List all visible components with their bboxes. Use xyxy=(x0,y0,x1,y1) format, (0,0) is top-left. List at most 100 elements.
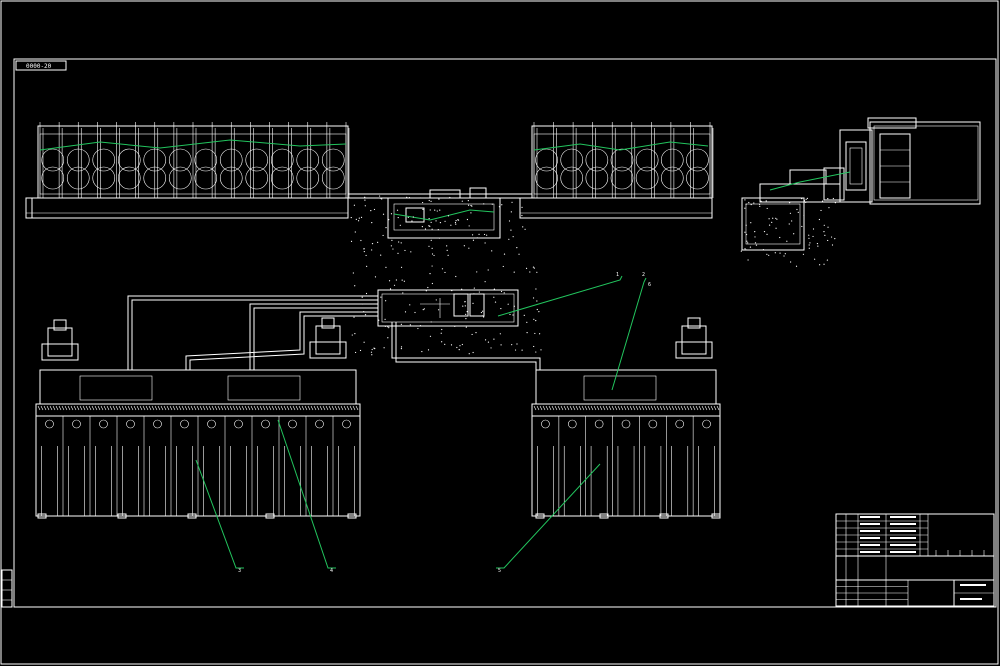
soil-dot xyxy=(383,347,385,349)
soil-dot xyxy=(503,292,505,294)
soil-dot xyxy=(406,196,408,198)
hatch-stroke xyxy=(199,405,203,411)
soil-dot xyxy=(364,205,366,207)
soil-dot xyxy=(801,225,803,228)
hatch-stroke xyxy=(232,405,236,411)
soil-dot xyxy=(755,244,758,246)
hatch-stroke xyxy=(713,405,717,411)
hatch-stroke xyxy=(707,405,711,411)
roller-circle xyxy=(219,166,243,190)
hatch-stroke xyxy=(581,405,585,411)
soil-dot xyxy=(487,269,489,271)
hatch-stroke xyxy=(136,405,140,411)
soil-dot xyxy=(444,343,446,346)
soil-dot xyxy=(817,245,819,247)
soil-dot xyxy=(754,242,757,244)
title-entry-mark xyxy=(890,537,916,539)
soil-dot xyxy=(502,265,504,268)
soil-dot xyxy=(816,242,819,245)
hatch-stroke xyxy=(686,405,690,411)
soil-dot xyxy=(532,266,535,268)
title-entry-mark xyxy=(860,544,880,546)
hatch-stroke xyxy=(40,405,44,411)
title-entry-mark xyxy=(960,598,982,600)
soil-dot xyxy=(430,239,432,241)
soil-dot xyxy=(377,241,379,243)
support-foot xyxy=(711,513,721,519)
soil-dot xyxy=(470,204,472,207)
title-entry-mark xyxy=(860,516,880,518)
hatch-stroke xyxy=(121,405,125,411)
soil-dot xyxy=(462,305,464,307)
hatch-stroke xyxy=(214,405,218,411)
soil-dot xyxy=(501,204,503,206)
soil-dot xyxy=(540,349,542,351)
hatch-stroke xyxy=(587,405,591,411)
soil-dot xyxy=(358,217,360,219)
hatch-stroke xyxy=(614,405,618,411)
elevation-left xyxy=(25,122,350,219)
hatch-stroke xyxy=(250,405,254,411)
soil-dot xyxy=(449,196,451,199)
soil-dot xyxy=(476,237,478,239)
soil-dot xyxy=(818,218,820,221)
soil-dot xyxy=(430,200,432,203)
hatch-stroke xyxy=(244,405,248,411)
soil-dot xyxy=(354,285,356,287)
hatch-stroke xyxy=(118,405,122,411)
soil-dot xyxy=(429,273,431,275)
roller-circle xyxy=(635,166,659,190)
soil-dot xyxy=(429,209,431,211)
soil-dot xyxy=(411,220,413,222)
soil-dot xyxy=(461,288,463,290)
hatch-stroke xyxy=(578,405,582,411)
title-entry-mark xyxy=(890,523,916,525)
hatch-stroke xyxy=(349,405,353,411)
soil-dot xyxy=(404,311,407,313)
roller-circle xyxy=(41,166,65,190)
hatch-stroke xyxy=(97,405,101,411)
hub-circle xyxy=(45,419,54,429)
support-foot xyxy=(117,513,127,519)
soil-dot xyxy=(805,201,807,203)
soil-dot xyxy=(397,216,399,219)
hatch-stroke xyxy=(716,405,720,411)
soil-dot xyxy=(512,236,514,238)
soil-dot xyxy=(401,279,403,281)
hatch-stroke xyxy=(617,405,621,411)
soil-dot xyxy=(384,325,386,327)
hatch-stroke xyxy=(208,405,212,411)
soil-dot xyxy=(398,241,400,243)
soil-dot xyxy=(486,234,488,236)
center-station xyxy=(351,265,542,356)
soil-dot xyxy=(793,233,795,235)
roller-circle xyxy=(92,148,116,172)
soil-dot xyxy=(510,211,512,213)
soil-dot xyxy=(455,275,457,278)
hatch-stroke xyxy=(677,405,681,411)
hatch-stroke xyxy=(154,405,158,411)
soil-dot xyxy=(771,221,773,223)
soil-dot xyxy=(429,225,431,227)
soil-dot xyxy=(766,233,768,235)
leader-label-6: 6 xyxy=(648,282,651,288)
soil-dot xyxy=(370,210,372,212)
soil-dot xyxy=(431,228,433,230)
hatch-stroke xyxy=(340,405,344,411)
side-view xyxy=(740,117,981,267)
hatch-stroke xyxy=(659,405,663,411)
soil-dot xyxy=(779,252,781,254)
hatch-stroke xyxy=(172,405,176,411)
soil-dot xyxy=(808,237,810,239)
soil-dot xyxy=(826,259,829,261)
soil-dot xyxy=(370,351,373,353)
soil-dot xyxy=(490,347,492,349)
hatch-stroke xyxy=(79,405,83,411)
hatch-stroke xyxy=(355,405,359,411)
soil-dot xyxy=(536,271,538,273)
hatch-stroke xyxy=(103,405,107,411)
roller-circle xyxy=(585,166,609,190)
soil-dot xyxy=(786,240,788,242)
hatch-stroke xyxy=(211,405,215,411)
soil-dot xyxy=(827,226,829,228)
